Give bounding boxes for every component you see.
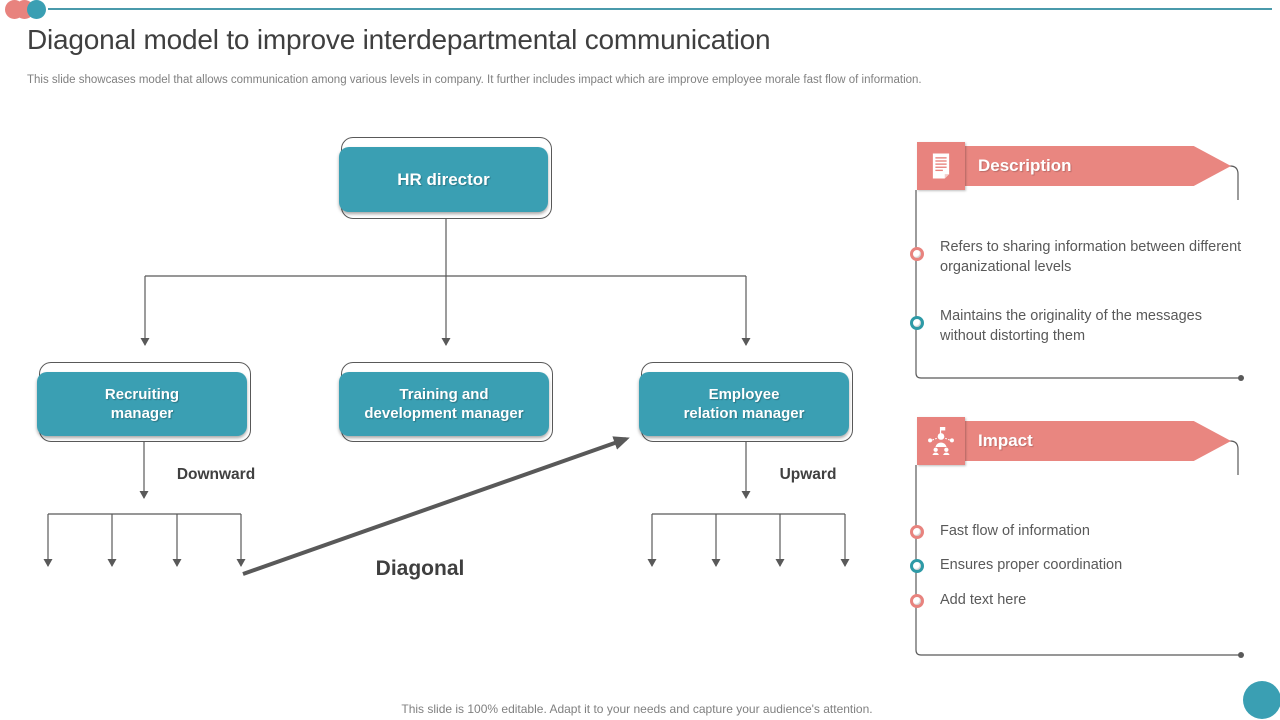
- org-node-label: HR director: [397, 169, 490, 189]
- people-network-icon: [928, 427, 954, 455]
- upward-label: Upward: [779, 466, 837, 483]
- impact-bullet-2: Ensures proper coordination: [940, 557, 1123, 573]
- impact-panel-iconbox: [917, 417, 965, 465]
- org-node-label-line1: Employee: [708, 386, 780, 403]
- bottom-right-decor-circle: [1243, 681, 1280, 719]
- downward-label: Downward: [176, 466, 256, 483]
- editable-note: This slide is 100% editable. Adapt it to…: [401, 702, 873, 716]
- description-bullet-2: Maintains the originality of the message…: [940, 308, 1202, 344]
- description-panel-iconbox: [917, 142, 965, 190]
- diagonal-label: Diagonal: [375, 557, 465, 580]
- impact-bullet-1: Fast flow of information: [940, 523, 1090, 539]
- description-bullet-1: Refers to sharing information between di…: [940, 239, 1242, 275]
- bullet-marker: [910, 594, 924, 608]
- description-banner-title: Description: [978, 156, 1072, 175]
- impact-banner-title: Impact: [978, 431, 1033, 450]
- org-node-label-line2: manager: [110, 405, 174, 422]
- impact-bullet-3: Add text here: [940, 592, 1027, 608]
- bullet-marker: [910, 247, 924, 261]
- impact-banner: Impact: [965, 421, 1231, 461]
- top-accent-line: [48, 8, 1272, 10]
- org-node-label-line2: development manager: [364, 405, 524, 422]
- org-node-training-development-manager: Training and development manager: [339, 362, 553, 442]
- org-node-employee-relation-manager: Employee relation manager: [639, 362, 853, 442]
- description-banner: Description: [965, 146, 1231, 186]
- org-node-label-line1: Training and: [399, 386, 489, 403]
- bullet-marker: [910, 525, 924, 539]
- bullet-marker: [910, 316, 924, 330]
- org-node-label-line1: Recruiting: [104, 386, 180, 403]
- page-title: Diagonal model to improve interdepartmen…: [27, 24, 771, 55]
- org-node-label-line2: relation manager: [683, 405, 805, 422]
- bullet-marker: [910, 559, 924, 573]
- document-icon: [932, 153, 950, 179]
- diagonal-arrow: [242, 436, 630, 576]
- decor-circle-teal: [27, 0, 46, 19]
- org-node-recruiting-manager: Recruiting manager: [37, 362, 251, 442]
- org-node-hr-director: HR director: [339, 137, 552, 219]
- page-subtitle: This slide showcases model that allows c…: [27, 74, 922, 86]
